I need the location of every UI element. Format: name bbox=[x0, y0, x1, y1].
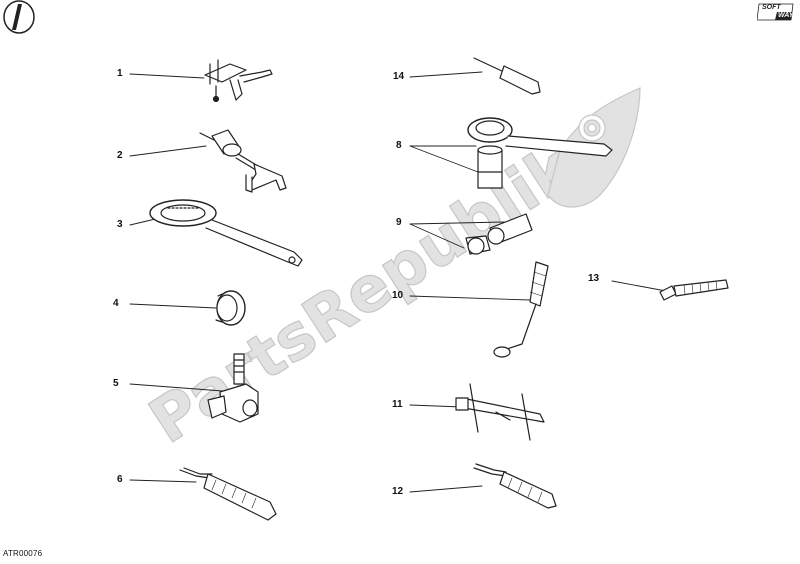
softway-logo: SOFT WAY bbox=[757, 3, 795, 21]
callout-3: 3 bbox=[117, 219, 123, 230]
tool-1-puller bbox=[204, 59, 273, 103]
callout-5: 5 bbox=[113, 378, 119, 389]
callout-14: 14 bbox=[393, 71, 405, 82]
tool-4-ring bbox=[215, 290, 246, 326]
logo-bottom-text: WAY bbox=[778, 12, 794, 19]
tool-5-spindle-body bbox=[207, 353, 259, 423]
drawing-code: ATR00076 bbox=[3, 549, 43, 558]
tool-6-driver bbox=[179, 467, 277, 521]
callout-4: 4 bbox=[113, 298, 119, 309]
tool-13-threaded-rod bbox=[659, 279, 729, 301]
callout-9: 9 bbox=[396, 217, 402, 228]
tool-14-driver bbox=[473, 57, 541, 95]
callout-6: 6 bbox=[117, 474, 123, 485]
tool-11-cross bbox=[455, 383, 545, 441]
callout-13: 13 bbox=[588, 273, 600, 284]
logo-top-text: SOFT bbox=[762, 4, 781, 11]
callout-11: 11 bbox=[392, 399, 403, 410]
callout-1: 1 bbox=[117, 68, 123, 79]
tool-2-t-handle bbox=[199, 129, 287, 193]
leader-lines bbox=[129, 71, 667, 493]
tool-9-bushings bbox=[465, 213, 533, 255]
callout-10: 10 bbox=[392, 290, 404, 301]
tool-8-spanner bbox=[467, 117, 613, 189]
callout-2: 2 bbox=[117, 150, 123, 161]
tool-10-hook bbox=[493, 261, 549, 358]
tool-3-ring-wrench bbox=[149, 199, 303, 267]
callout-8: 8 bbox=[396, 140, 402, 151]
callout-12: 12 bbox=[392, 486, 404, 497]
tool-12-driver bbox=[473, 463, 557, 509]
